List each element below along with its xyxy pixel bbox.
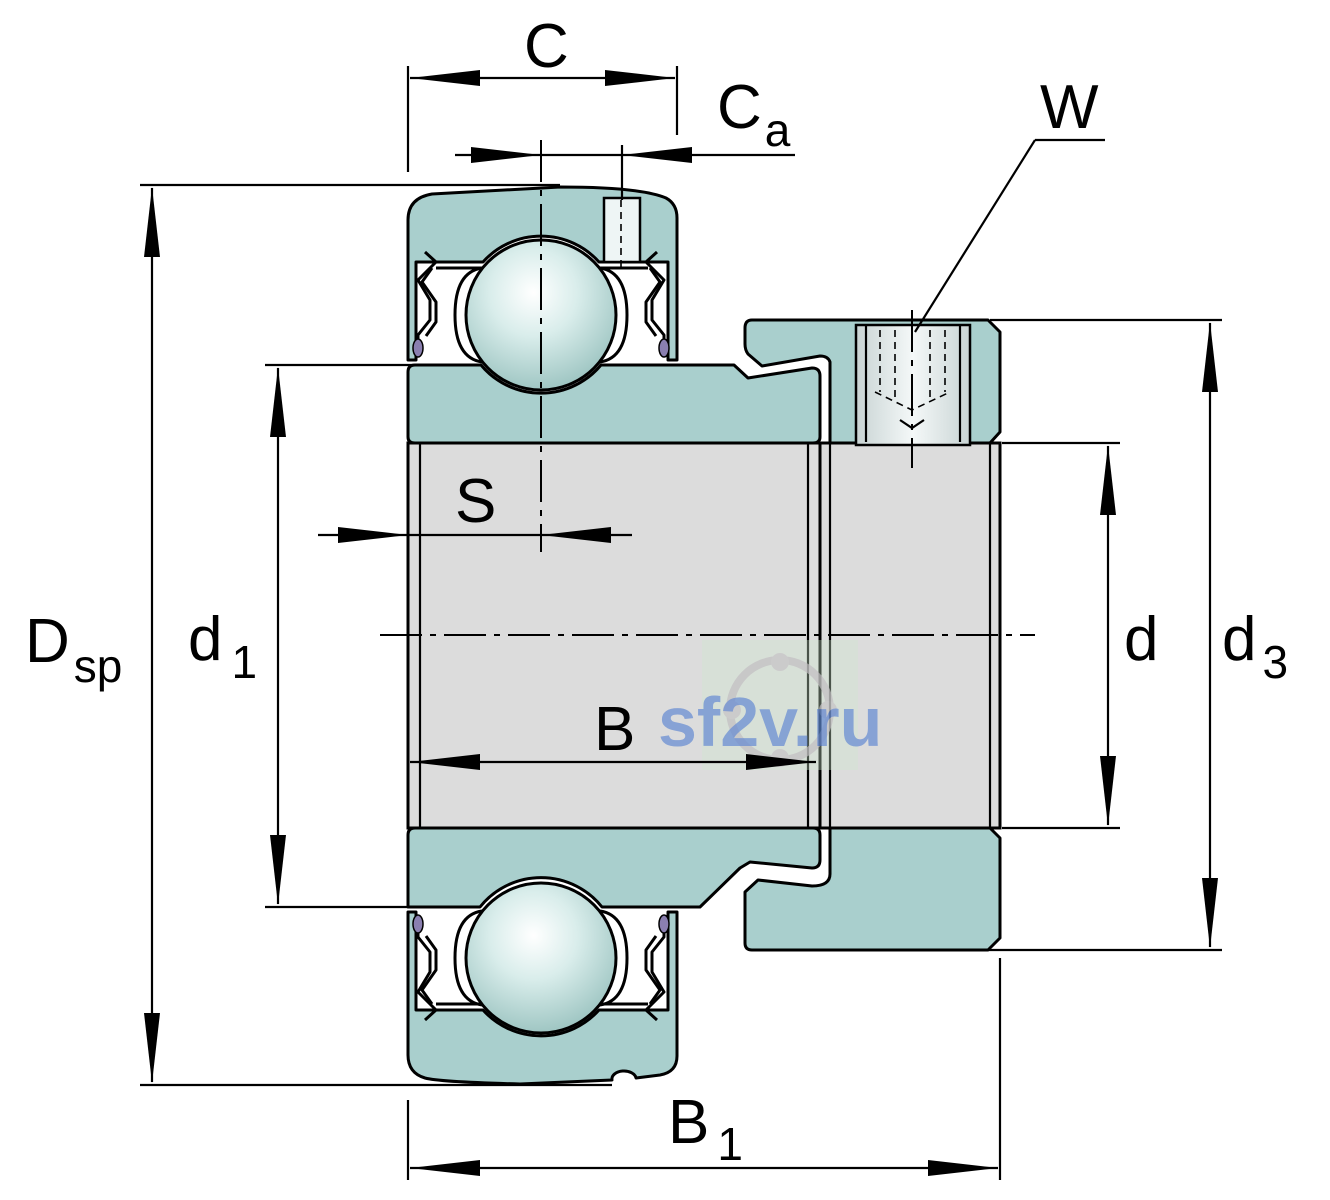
- ball-bottom: [464, 881, 618, 1035]
- locking-collar-bottom: [743, 826, 1002, 952]
- dimension-B1: [406, 958, 1002, 1180]
- arrowhead: [270, 367, 286, 437]
- dimension-d: [1002, 441, 1120, 830]
- arrowhead: [144, 187, 160, 257]
- seals: [412, 250, 670, 1022]
- label-S: S: [455, 467, 496, 536]
- arrowhead: [410, 1160, 480, 1176]
- arrowhead: [622, 147, 692, 163]
- label-Ca: Ca: [717, 73, 791, 156]
- outer-ring-bottom: [406, 910, 679, 1086]
- arrowhead: [746, 754, 816, 770]
- arrowhead: [1202, 322, 1218, 392]
- arrowhead: [928, 1160, 998, 1176]
- dimension-d3: [985, 318, 1222, 952]
- arrowhead: [541, 527, 611, 543]
- arrowhead: [1202, 878, 1218, 948]
- arrowhead: [338, 527, 408, 543]
- dimension-C: [406, 66, 679, 172]
- arrowhead: [605, 70, 675, 86]
- dimension-Dsp: [140, 183, 612, 1087]
- leader-W: [914, 138, 1105, 333]
- dimension-d1: [265, 363, 480, 909]
- dimension-S: [318, 527, 632, 543]
- arrowhead: [270, 835, 286, 905]
- arrowhead: [410, 70, 480, 86]
- inner-ring-bottom: [406, 826, 822, 909]
- watermark: sf2v.ru: [658, 640, 882, 770]
- arrowhead: [471, 147, 541, 163]
- label-B: B: [594, 695, 635, 764]
- label-Dsp: Dsp: [25, 607, 122, 692]
- label-C: C: [524, 12, 569, 81]
- inner-ring-top: [406, 363, 822, 445]
- dimension-Ca: [455, 145, 795, 200]
- dimension-B: [410, 754, 816, 770]
- set-screw: [854, 310, 972, 468]
- arrowhead: [410, 754, 480, 770]
- watermark-text: sf2v.ru: [658, 683, 882, 761]
- arrowhead: [144, 1013, 160, 1083]
- label-d: d: [1124, 605, 1158, 674]
- arrowhead: [1100, 756, 1116, 826]
- label-W: W: [1040, 73, 1099, 142]
- arrowhead: [1100, 445, 1116, 515]
- lubrication-hole: [602, 196, 642, 272]
